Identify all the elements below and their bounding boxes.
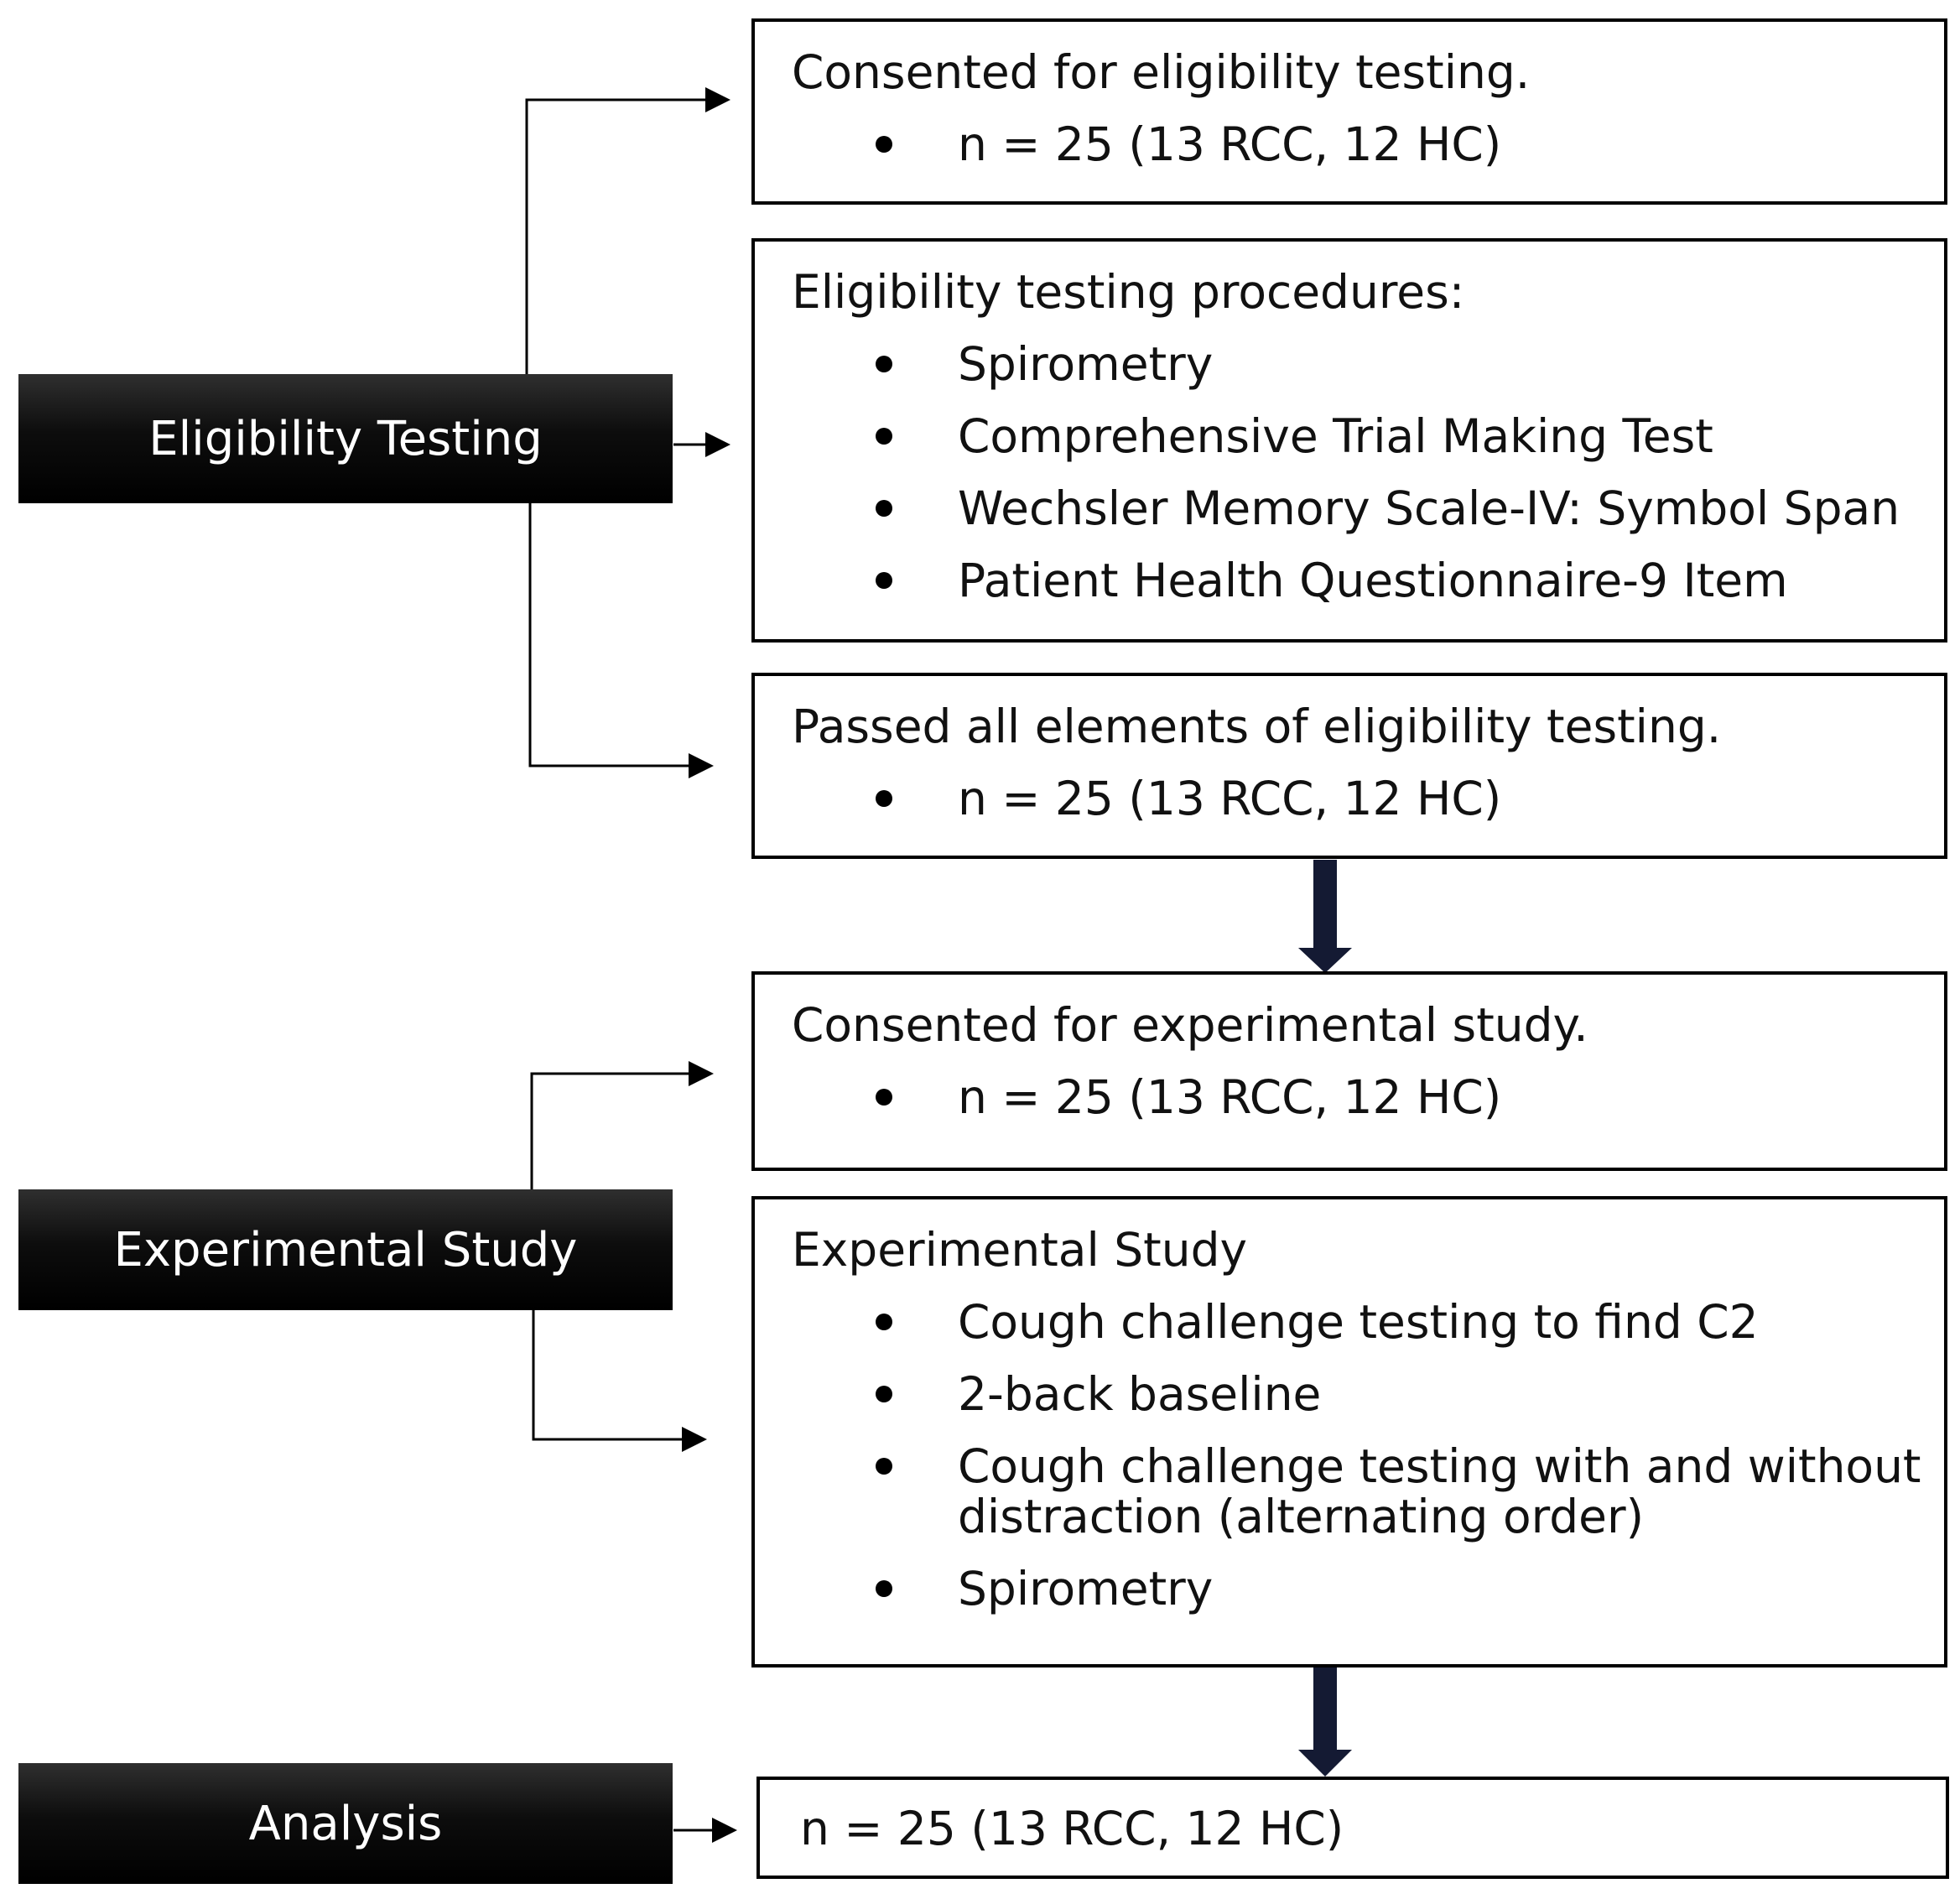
- bullet-item: 2-back baseline: [792, 1369, 1924, 1419]
- bullet-list: Spirometry Comprehensive Trial Making Te…: [792, 339, 1924, 606]
- bullet-dot: [876, 1314, 892, 1330]
- bullet-item: Patient Health Questionnaire-9 Item: [792, 555, 1924, 606]
- bullet-dot: [876, 1580, 892, 1597]
- bullet-item: Spirometry: [792, 1563, 1924, 1614]
- box-consent-eligibility: Consented for eligibility testing. n = 2…: [751, 18, 1947, 205]
- stage-label: Experimental Study: [113, 1222, 578, 1277]
- box-heading: Experimental Study: [792, 1223, 1248, 1277]
- box-eligibility-procedures: Eligibility testing procedures: Spiromet…: [751, 238, 1947, 643]
- bullet-list: n = 25 (13 RCC, 12 HC): [792, 1072, 1924, 1122]
- stage-analysis: Analysis: [18, 1763, 673, 1884]
- bullet-item: Spirometry: [792, 339, 1924, 389]
- box-heading: Consented for experimental study.: [792, 998, 1588, 1052]
- bullet-item: n = 25 (13 RCC, 12 HC): [792, 119, 1924, 169]
- bullet-dot: [876, 572, 892, 589]
- bullet-dot: [876, 500, 892, 517]
- stage-experimental-study: Experimental Study: [18, 1189, 673, 1310]
- stage-eligibility-testing: Eligibility Testing: [18, 374, 673, 503]
- connector-experimental-to-study: [532, 1310, 707, 1452]
- stage-label: Eligibility Testing: [148, 411, 543, 466]
- bullet-item: Cough challenge testing to find C2: [792, 1297, 1924, 1347]
- bullet-dot: [876, 790, 892, 807]
- bullet-list: n = 25 (13 RCC, 12 HC): [792, 773, 1924, 824]
- stage-label: Analysis: [248, 1796, 443, 1851]
- bullet-list: n = 25 (13 RCC, 12 HC): [792, 119, 1924, 169]
- bullet-list: Cough challenge testing to find C2 2-bac…: [792, 1297, 1924, 1614]
- connector-eligibility-to-consent: [525, 87, 730, 374]
- bullet-dot: [876, 1458, 892, 1475]
- bullet-dot: [876, 1089, 892, 1106]
- box-passed-eligibility: Passed all elements of eligibility testi…: [751, 673, 1947, 859]
- bullet-item: n = 25 (13 RCC, 12 HC): [792, 1072, 1924, 1122]
- box-experimental-study: Experimental Study Cough challenge testi…: [751, 1196, 1947, 1667]
- down-arrow-2: [1298, 1667, 1352, 1777]
- bullet-dot: [876, 1386, 892, 1402]
- connector-eligibility-to-passed: [528, 503, 714, 778]
- box-analysis-result: n = 25 (13 RCC, 12 HC): [756, 1777, 1949, 1879]
- connector-experimental-to-consent: [530, 1061, 714, 1189]
- bullet-item: n = 25 (13 RCC, 12 HC): [792, 773, 1924, 824]
- bullet-dot: [876, 428, 892, 445]
- bullet-item: Comprehensive Trial Making Test: [792, 411, 1924, 461]
- box-consent-experimental: Consented for experimental study. n = 25…: [751, 971, 1947, 1171]
- box-heading: Consented for eligibility testing.: [792, 45, 1531, 99]
- bullet-item: Cough challenge testing with and without…: [792, 1441, 1924, 1542]
- analysis-text: n = 25 (13 RCC, 12 HC): [800, 1802, 1344, 1855]
- box-heading: Eligibility testing procedures:: [792, 265, 1465, 319]
- bullet-dot: [876, 136, 892, 153]
- bullet-item: Wechsler Memory Scale-IV: Symbol Span: [792, 483, 1924, 533]
- box-heading: Passed all elements of eligibility testi…: [792, 700, 1722, 753]
- down-arrow-1: [1298, 860, 1352, 973]
- bullet-dot: [876, 356, 892, 372]
